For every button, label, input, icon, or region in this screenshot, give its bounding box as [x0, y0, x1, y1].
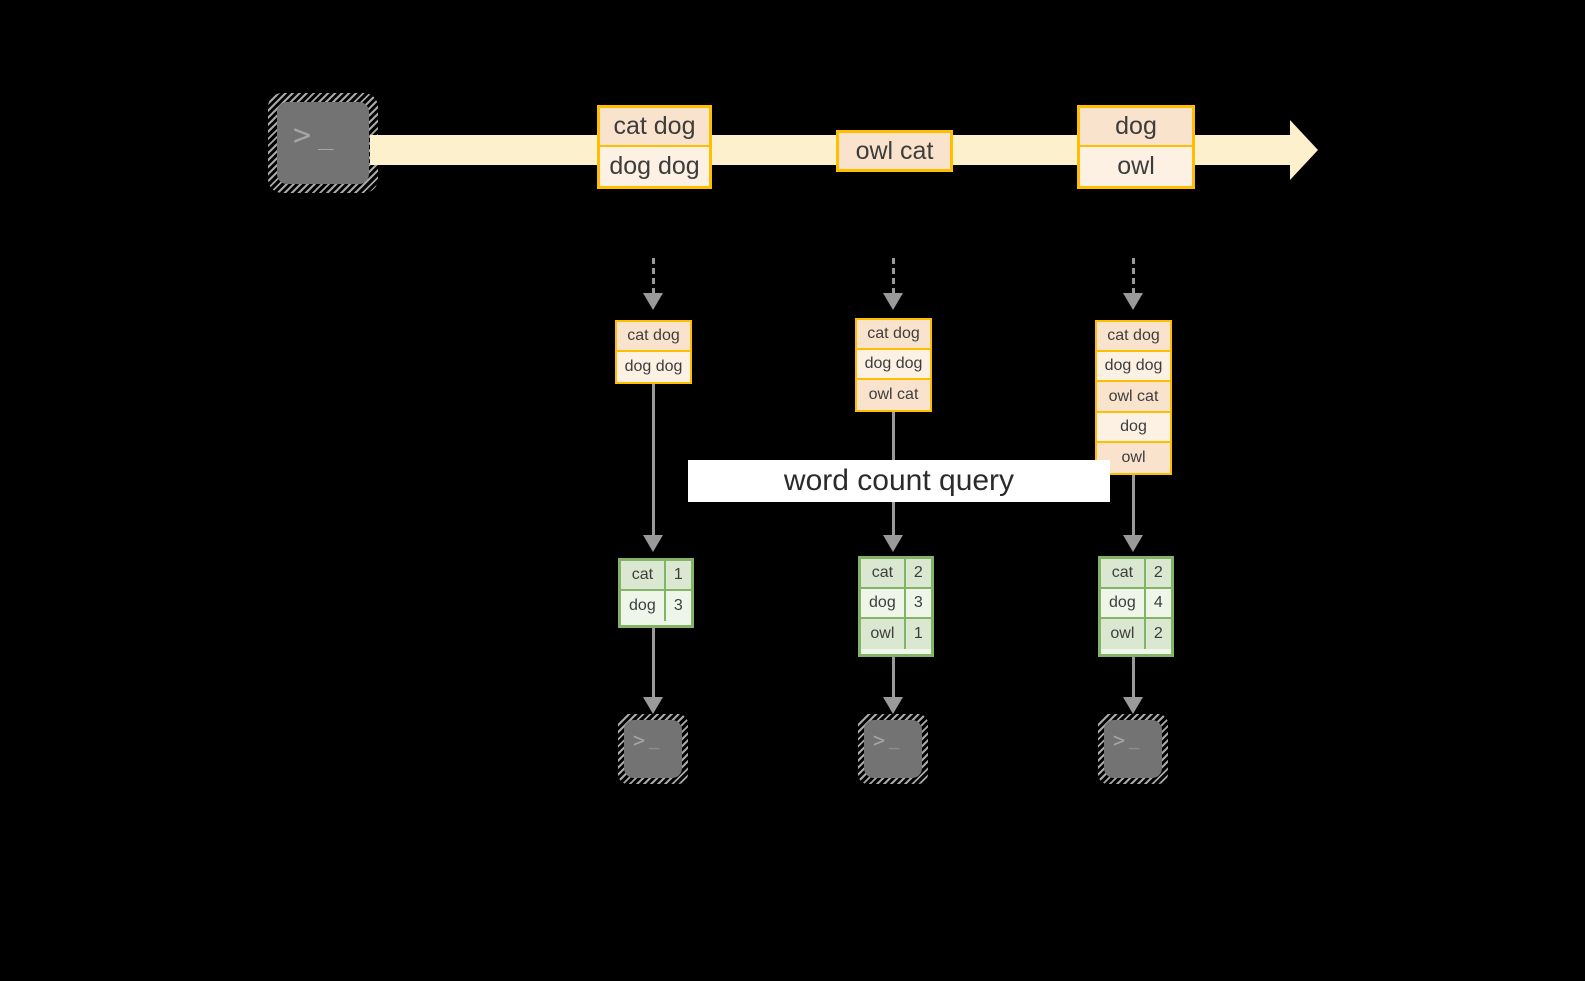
- record-line: owl: [1080, 147, 1192, 186]
- count-cell: 3: [905, 589, 931, 617]
- terminal-cursor-glyph: _: [889, 730, 900, 750]
- table-row: owl 1: [861, 619, 931, 649]
- snapshot-to-result-connector-1: [652, 384, 655, 536]
- source-terminal-icon[interactable]: > _: [268, 93, 378, 193]
- stream-to-snapshot-arrow-1: [643, 293, 663, 310]
- snapshot-line: cat dog: [857, 320, 930, 350]
- record-line: dog: [1080, 108, 1192, 147]
- terminal-prompt-glyph: >: [1113, 728, 1126, 752]
- terminal-cursor-glyph: _: [318, 121, 334, 151]
- count-cell: 2: [1145, 619, 1171, 649]
- stream-arrowhead: [1290, 120, 1318, 180]
- terminal-screen: [277, 102, 369, 184]
- terminal-screen: [1104, 720, 1162, 778]
- result-to-sink-arrow-2: [883, 697, 903, 714]
- count-cell: 1: [665, 561, 691, 589]
- sink-terminal-icon-1[interactable]: > _: [618, 714, 688, 784]
- terminal-cursor-glyph: _: [1129, 730, 1140, 750]
- word-cell: owl: [861, 619, 906, 649]
- table-row: dog 3: [621, 591, 691, 621]
- result-table-2[interactable]: cat 2 dog 3 owl 1: [858, 556, 934, 657]
- count-cell: 2: [905, 559, 931, 587]
- stream-record-1[interactable]: cat dog dog dog: [597, 105, 712, 189]
- terminal-prompt-glyph: >: [633, 728, 646, 752]
- word-cell: cat: [621, 561, 666, 589]
- table-row: cat 2: [1101, 559, 1171, 589]
- snapshot-to-result-arrow-2: [883, 535, 903, 552]
- word-cell: cat: [1101, 559, 1146, 587]
- word-cell: owl: [1101, 619, 1146, 649]
- word-cell: dog: [621, 591, 666, 621]
- snapshot-line: dog dog: [1097, 352, 1170, 383]
- result-table-1[interactable]: cat 1 dog 3: [618, 558, 694, 628]
- record-line: owl cat: [839, 133, 950, 169]
- result-to-sink-connector-2: [892, 657, 895, 698]
- terminal-prompt-glyph: >: [293, 118, 312, 153]
- table-row: dog 4: [1101, 589, 1171, 619]
- record-line: cat dog: [600, 108, 709, 147]
- snapshot-3[interactable]: cat dog dog dog owl cat dog owl: [1095, 320, 1172, 475]
- stream-to-snapshot-arrow-3: [1123, 293, 1143, 310]
- terminal-screen: [624, 720, 682, 778]
- stream-record-3[interactable]: dog owl: [1077, 105, 1195, 189]
- count-cell: 2: [1145, 559, 1171, 587]
- word-cell: dog: [861, 589, 906, 617]
- stream-record-2[interactable]: owl cat: [836, 130, 953, 172]
- stream-to-snapshot-connector-1: [652, 258, 655, 294]
- count-cell: 3: [665, 591, 691, 621]
- table-row: cat 1: [621, 561, 691, 591]
- result-table-3[interactable]: cat 2 dog 4 owl 2: [1098, 556, 1174, 657]
- count-cell: 4: [1145, 589, 1171, 617]
- table-row: dog 3: [861, 589, 931, 619]
- stream-to-snapshot-arrow-2: [883, 293, 903, 310]
- snapshot-to-result-arrow-1: [643, 535, 663, 552]
- snapshot-line: owl cat: [1097, 382, 1170, 413]
- result-to-sink-arrow-1: [643, 697, 663, 714]
- stream-to-snapshot-connector-2: [892, 258, 895, 294]
- snapshot-1[interactable]: cat dog dog dog: [615, 320, 692, 384]
- snapshot-to-result-arrow-3: [1123, 535, 1143, 552]
- result-to-sink-connector-1: [652, 628, 655, 698]
- count-cell: 1: [905, 619, 931, 649]
- terminal-cursor-glyph: _: [649, 730, 660, 750]
- result-to-sink-connector-3: [1132, 657, 1135, 698]
- stream-to-snapshot-connector-3: [1132, 258, 1135, 294]
- result-to-sink-arrow-3: [1123, 697, 1143, 714]
- snapshot-line: dog: [1097, 412, 1170, 443]
- word-cell: cat: [861, 559, 906, 587]
- sink-terminal-icon-2[interactable]: > _: [858, 714, 928, 784]
- table-row: owl 2: [1101, 619, 1171, 649]
- query-label: word count query: [688, 460, 1110, 502]
- snapshot-2[interactable]: cat dog dog dog owl cat: [855, 318, 932, 412]
- snapshot-line: cat dog: [617, 322, 690, 352]
- terminal-screen: [864, 720, 922, 778]
- record-line: dog dog: [600, 147, 709, 186]
- snapshot-line: owl cat: [857, 380, 930, 410]
- snapshot-to-result-connector-3: [1132, 475, 1135, 536]
- snapshot-line: dog dog: [617, 352, 690, 382]
- snapshot-line: cat dog: [1097, 322, 1170, 353]
- snapshot-line: dog dog: [857, 350, 930, 380]
- sink-terminal-icon-3[interactable]: > _: [1098, 714, 1168, 784]
- word-cell: dog: [1101, 589, 1146, 617]
- table-row: cat 2: [861, 559, 931, 589]
- terminal-prompt-glyph: >: [873, 728, 886, 752]
